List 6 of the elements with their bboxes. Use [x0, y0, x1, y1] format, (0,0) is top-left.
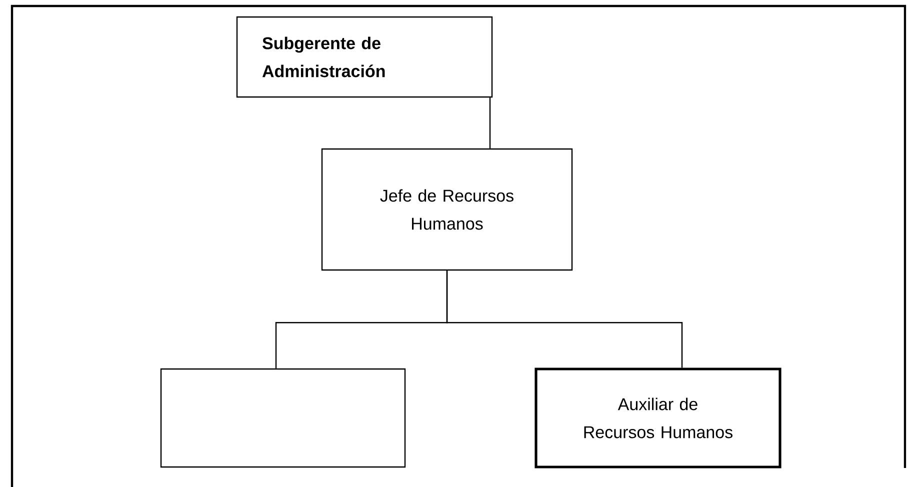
org-box: Subgerente de Administración — [236, 16, 493, 98]
org-box: Auxiliar de Recursos Humanos — [534, 368, 782, 468]
org-box: Jefe de Recursos Humanos — [321, 148, 573, 271]
connector-line — [489, 98, 491, 148]
connector-line — [446, 270, 683, 368]
org-box — [160, 368, 406, 468]
